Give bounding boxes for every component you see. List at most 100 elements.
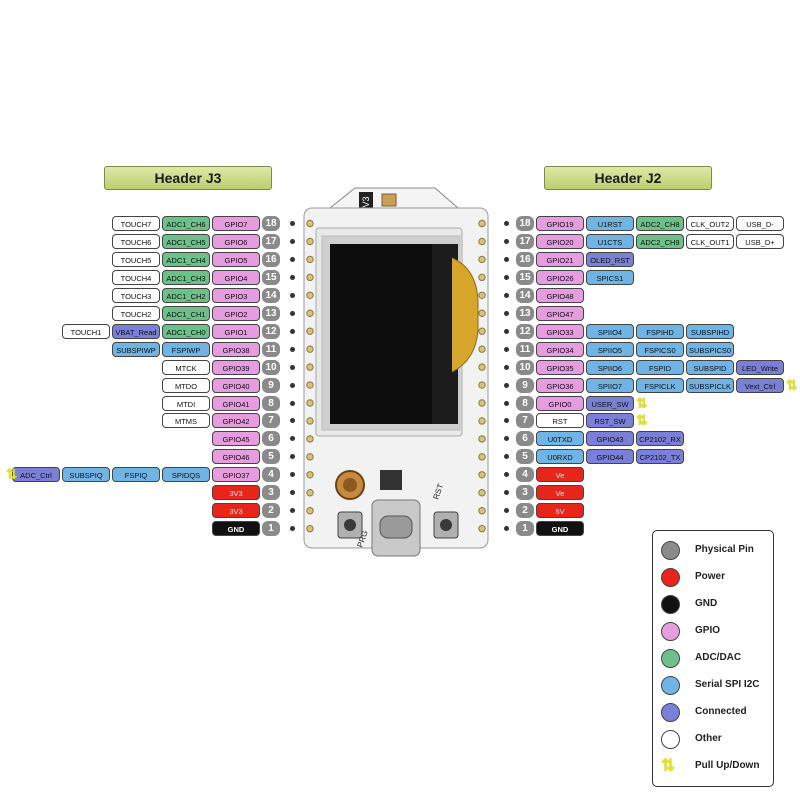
pin-label: GPIO19 xyxy=(536,216,584,231)
pin-label: USB_D+ xyxy=(736,233,784,249)
pin-dot xyxy=(504,256,509,262)
legend-swatch xyxy=(661,568,680,587)
pin-label: ADC1_CH4 xyxy=(162,251,210,267)
pin-dot xyxy=(504,238,509,244)
coil-center xyxy=(343,478,357,492)
legend-swatch xyxy=(661,676,680,695)
pin-dot xyxy=(504,364,509,370)
pin-label: GPIO26 xyxy=(536,269,584,285)
pull-up-down-icon: ⇅ xyxy=(636,394,648,411)
physical-pin-number: 8 xyxy=(516,395,534,411)
legend-label: Connected xyxy=(695,706,747,717)
pin-dot xyxy=(504,508,509,514)
pin-label: GND xyxy=(536,521,584,537)
pin-label: ADC1_CH2 xyxy=(162,287,210,303)
header-hole xyxy=(478,381,486,389)
pin-label: Vext_Ctrl xyxy=(736,377,784,393)
pin-label: GPIO33 xyxy=(536,323,584,339)
pin-dot xyxy=(290,238,295,244)
header-hole xyxy=(478,309,486,317)
physical-pin-number: 1 xyxy=(262,521,280,537)
header-hole xyxy=(478,399,486,407)
header-hole xyxy=(306,291,314,299)
oled-screen xyxy=(330,244,432,424)
pin-dot xyxy=(504,526,509,532)
header-j3-title: Header J3 xyxy=(104,166,272,190)
legend-item: Power xyxy=(661,568,773,590)
header-hole xyxy=(478,471,486,479)
legend-label: Physical Pin xyxy=(695,544,754,555)
physical-pin-number: 16 xyxy=(262,251,280,267)
pin-label: FSPICLK xyxy=(636,377,684,393)
header-hole xyxy=(306,435,314,443)
header-hole xyxy=(478,237,486,246)
pin-label: GPIO21 xyxy=(536,251,584,267)
pin-label: VBAT_Read xyxy=(112,323,160,339)
header-hole xyxy=(306,453,314,461)
physical-pin-number: 1 xyxy=(516,521,534,537)
pin-label: GPIO37 xyxy=(212,467,260,483)
pin-label: OLED_RST xyxy=(586,251,634,267)
pin-label: MTDO xyxy=(162,377,210,393)
header-hole xyxy=(478,435,486,443)
header-hole xyxy=(306,345,314,353)
legend-item: GPIO xyxy=(661,622,773,644)
physical-pin-number: 16 xyxy=(516,251,534,267)
pin-dot xyxy=(504,454,509,460)
legend-label: Power xyxy=(695,571,726,582)
pin-dot xyxy=(504,382,509,388)
pin-dot xyxy=(504,418,509,424)
pin-label: GPIO39 xyxy=(212,359,260,375)
pin-dot xyxy=(290,526,295,532)
pin-label: ADC_Ctrl xyxy=(12,467,60,483)
physical-pin-number: 12 xyxy=(516,323,534,339)
header-hole xyxy=(478,327,486,335)
physical-pin-number: 14 xyxy=(262,287,280,303)
pin-dot xyxy=(290,256,295,262)
version-marker xyxy=(359,192,373,212)
header-hole xyxy=(478,507,486,515)
legend-swatch xyxy=(661,541,680,560)
legend-swatch xyxy=(661,730,680,749)
pull-up-down-icon: ⇅ xyxy=(786,376,798,393)
physical-pin-number: 8 xyxy=(262,395,280,411)
pull-up-down-icon: ⇅ xyxy=(636,412,648,429)
pin-label: ADC1_CH3 xyxy=(162,269,210,285)
header-hole xyxy=(306,417,314,425)
pin-dot xyxy=(290,400,295,406)
pin-label: RST xyxy=(536,413,584,429)
header-hole xyxy=(478,489,486,497)
pin-label: ADC1_CH1 xyxy=(162,305,210,321)
pin-label: GPIO35 xyxy=(536,359,584,375)
physical-pin-number: 18 xyxy=(516,216,534,231)
legend-label: GPIO xyxy=(695,625,721,636)
pin-label: GPIO20 xyxy=(536,233,584,249)
antenna-connector xyxy=(381,193,397,207)
pin-label: Ve xyxy=(536,467,584,483)
pin-label: TOUCH7 xyxy=(112,216,160,231)
pin-label: FSPIWP xyxy=(162,341,210,357)
pin-dot xyxy=(290,382,295,388)
pin-dot xyxy=(504,328,509,334)
rst-button-cap xyxy=(440,519,452,531)
header-hole xyxy=(306,381,314,389)
pin-label: ADC2_CH9 xyxy=(636,233,684,249)
pin-label: SUBSPICLK xyxy=(686,377,734,393)
pin-label: U1RST xyxy=(586,216,634,231)
header-hole xyxy=(306,524,314,533)
pin-label: GPIO2 xyxy=(212,305,260,321)
legend-label: Pull Up/Down xyxy=(695,760,760,771)
pin-label: GPIO3 xyxy=(212,287,260,303)
pin-label: SUBSPICS0 xyxy=(686,341,734,357)
pin-label: RST_SW xyxy=(586,413,634,429)
physical-pin-number: 15 xyxy=(516,269,534,285)
pin-dot xyxy=(290,436,295,442)
header-hole xyxy=(478,273,486,282)
pin-dot xyxy=(504,436,509,442)
pin-dot xyxy=(290,221,295,226)
physical-pin-number: 15 xyxy=(262,269,280,285)
header-hole xyxy=(306,237,314,246)
pin-label: SPIIO7 xyxy=(586,377,634,393)
header-hole xyxy=(306,471,314,479)
